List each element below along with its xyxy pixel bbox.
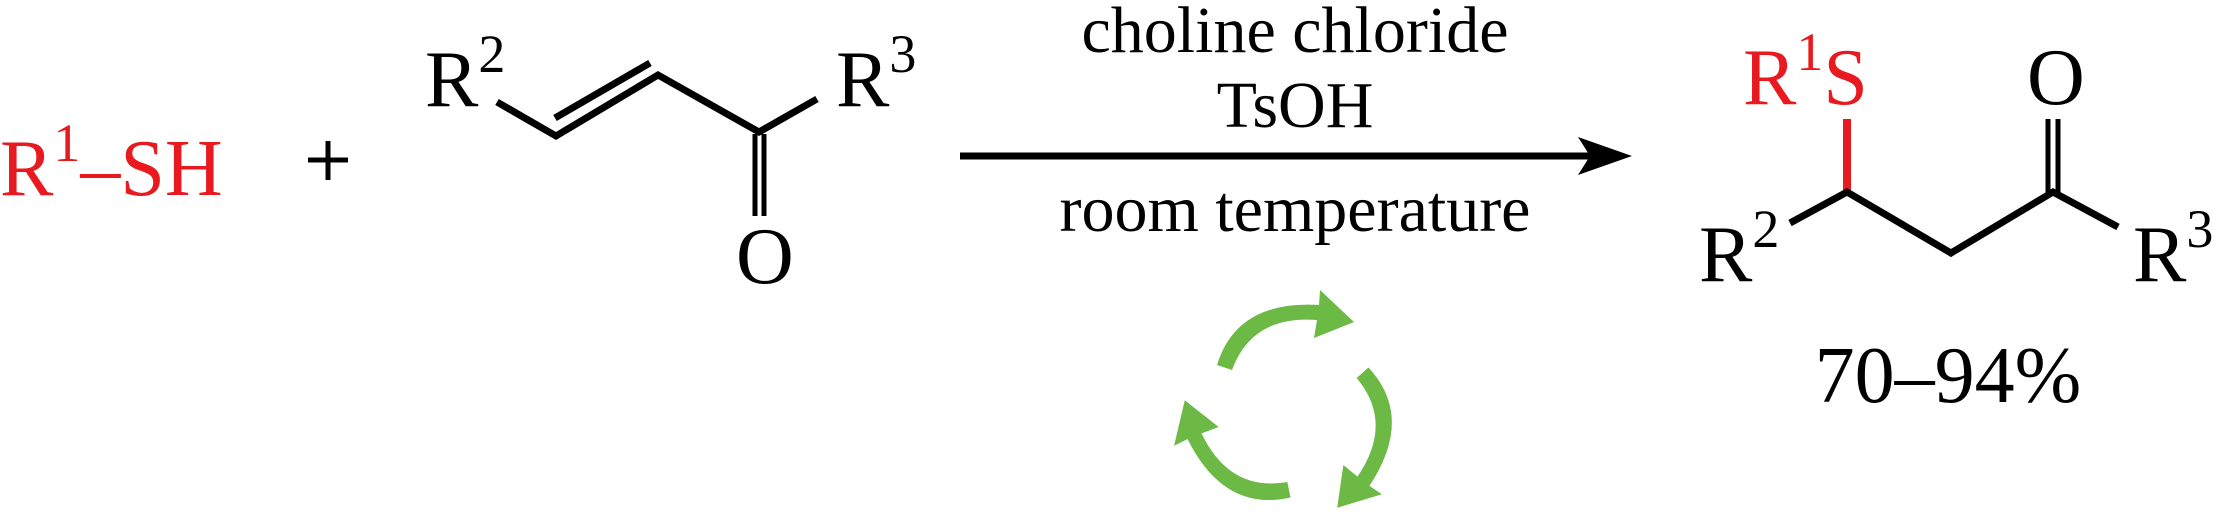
- product-r2-label: R2: [1699, 199, 1779, 299]
- product-oxygen-label: O: [2027, 34, 2085, 122]
- product-skeleton-bonds: [1788, 187, 2120, 258]
- enone-reactant: R2 R3 O: [425, 24, 916, 301]
- product-r3-label: R3: [2133, 199, 2213, 299]
- alkene-double-bond: [553, 59, 652, 122]
- yield-label: 70–94%: [1815, 332, 2082, 420]
- thiol-reactant: R1–SH: [0, 113, 223, 213]
- enone-oxygen-label: O: [736, 213, 794, 301]
- enone-r2-label: R2: [425, 24, 505, 124]
- recycle-icon: [1174, 290, 1392, 508]
- plus-sign: [308, 141, 348, 180]
- product-r1s-label: R1S: [1743, 22, 1868, 122]
- condition-solvent: choline chloride: [1081, 0, 1508, 67]
- product: R1S O R2 R3 70–94%: [1699, 22, 2213, 420]
- condition-catalyst: TsOH: [1217, 69, 1374, 142]
- condition-temperature: room temperature: [1060, 173, 1531, 246]
- enone-skeleton-bonds: [495, 70, 819, 141]
- enone-r3-label: R3: [836, 24, 916, 124]
- reaction-arrow: [960, 137, 1632, 175]
